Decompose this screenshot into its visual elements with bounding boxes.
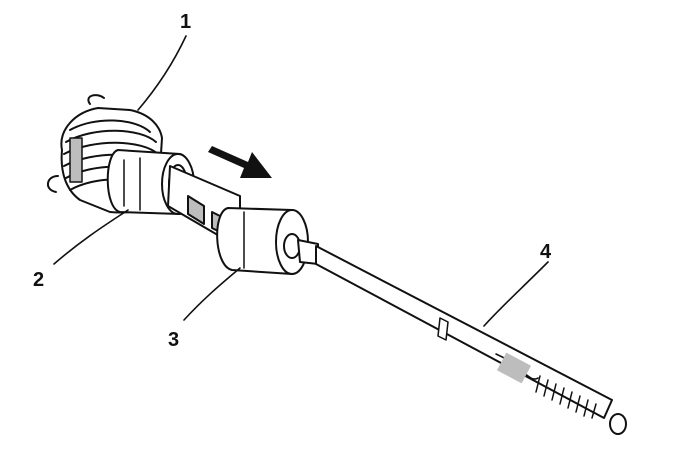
callout-4: 4 (540, 241, 552, 263)
callout-2: 2 (33, 269, 45, 291)
part-3-drive-sleeve (216, 207, 309, 275)
arrow-icon (208, 146, 272, 178)
part-4-threaded-rod (297, 239, 627, 435)
callout-1: 1 (180, 11, 192, 33)
leader-lines (53, 35, 549, 327)
leader-line-1 (137, 35, 187, 111)
leader-line-3 (183, 267, 241, 321)
leader-line-4 (483, 261, 549, 327)
callout-3: 3 (168, 329, 180, 351)
leader-line-2 (53, 209, 129, 265)
